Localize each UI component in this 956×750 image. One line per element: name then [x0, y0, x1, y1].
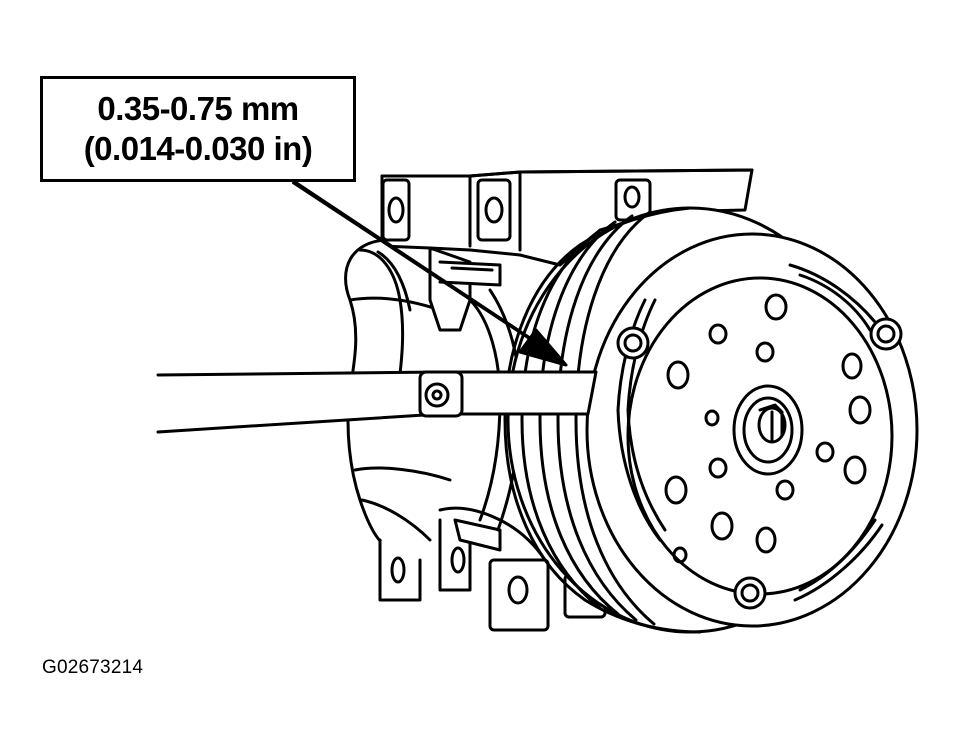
- clearance-imperial-label: (0.014-0.030 in): [83, 130, 313, 167]
- callout-leader: [290, 178, 568, 367]
- clearance-callout: 0.35-0.75 mm (0.014-0.030 in): [40, 76, 356, 182]
- feeler-gauge: [156, 370, 598, 434]
- figure-id-label: G02673214: [42, 657, 144, 678]
- clutch-front-plate: [585, 232, 919, 628]
- clearance-metric-label: 0.35-0.75 mm: [97, 90, 299, 127]
